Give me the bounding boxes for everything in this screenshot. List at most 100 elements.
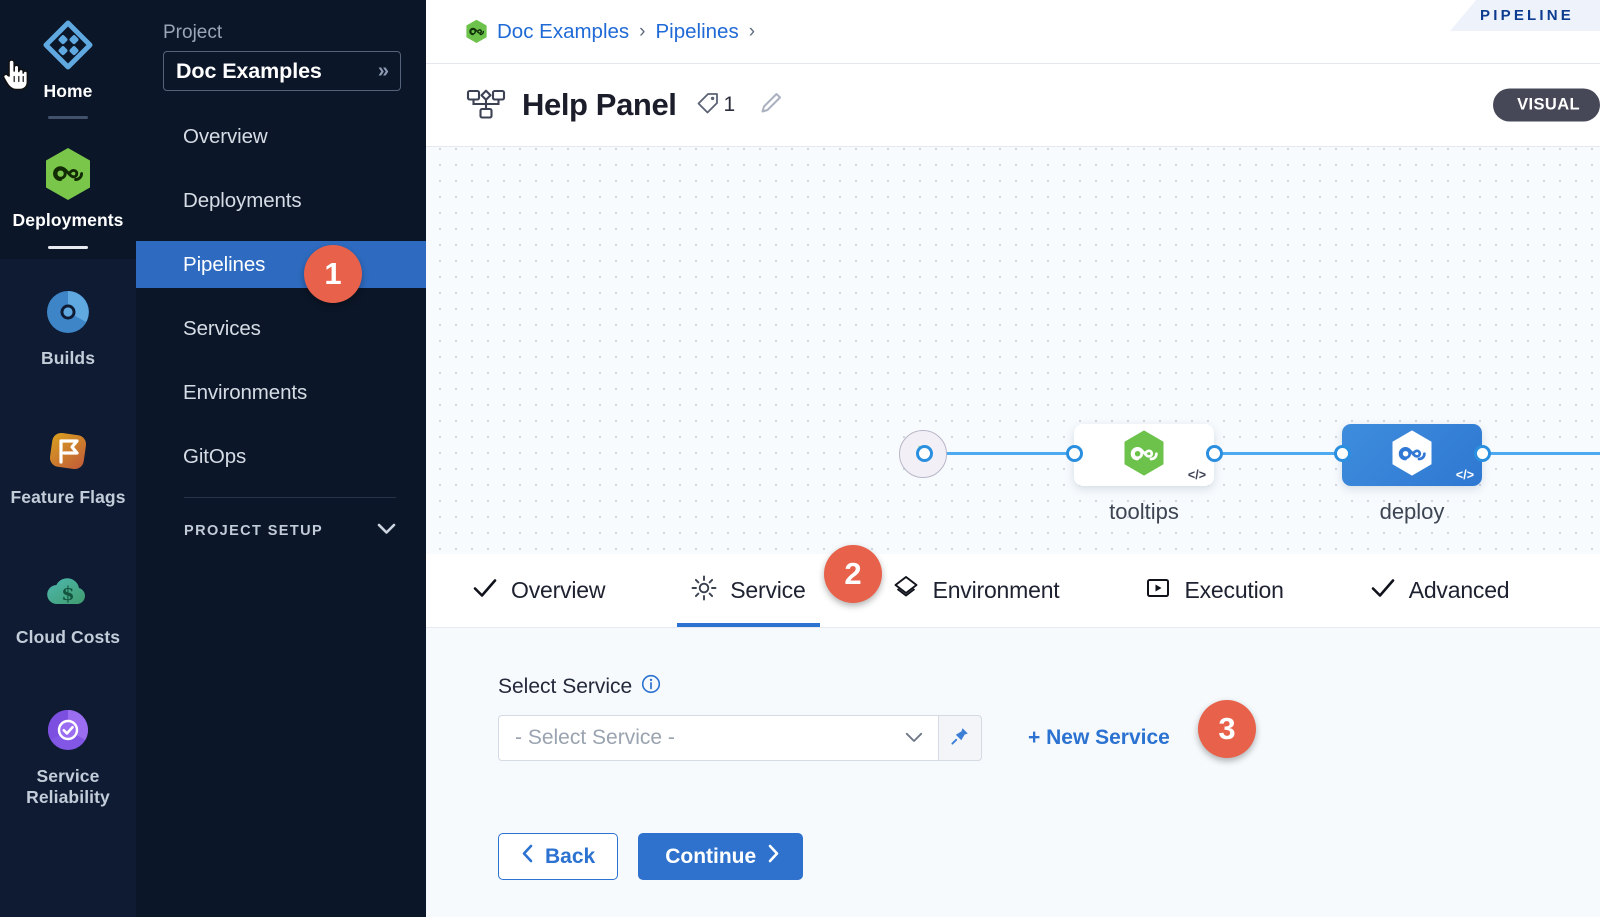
tab-execution[interactable]: Execution <box>1145 554 1284 627</box>
layers-icon <box>892 574 920 607</box>
rail-item-home[interactable]: Home <box>0 0 136 129</box>
tag-icon <box>695 90 721 121</box>
connector-dot-deploy-in[interactable] <box>1334 445 1351 462</box>
service-config-panel: Select Service - Select Service - <box>426 628 1600 917</box>
rail-item-feature-flags[interactable]: Feature Flags <box>0 378 136 517</box>
wire-tooltips-to-deploy <box>1208 452 1348 455</box>
cloud-costs-dollar-icon: $ <box>41 564 95 618</box>
stage-code-badge[interactable]: </> <box>1187 468 1206 482</box>
tag-count: 1 <box>723 93 736 116</box>
project-sidebar: Project Doc Examples » Overview Deployme… <box>136 0 426 917</box>
modules-diamond-icon <box>41 18 95 72</box>
select-service-label: Select Service <box>498 675 633 698</box>
connector-dot-start-out[interactable] <box>916 445 933 462</box>
project-nav: Overview Deployments Pipelines Services … <box>136 113 426 480</box>
select-service-value: - Select Service - <box>515 726 675 749</box>
module-rail-top-group: Home Deployments <box>0 0 136 259</box>
sidebar-item-label: Services <box>183 316 261 340</box>
stage-code-badge[interactable]: </> <box>1455 468 1474 482</box>
wizard-button-row: Back Continue <box>498 833 1600 880</box>
pipeline-node-row: </> tooltips </> <box>426 147 1600 554</box>
feature-flags-flag-icon <box>41 424 95 478</box>
sidebar-item-deployments[interactable]: Deployments <box>136 177 426 224</box>
rail-item-service-reliability[interactable]: Service Reliability <box>0 657 136 817</box>
rail-active-underline <box>48 116 88 120</box>
sidebar-item-gitops[interactable]: GitOps <box>136 433 426 480</box>
rail-item-label: Home <box>43 81 93 101</box>
rail-item-deployments[interactable]: Deployments <box>0 129 136 258</box>
rail-item-label: Feature Flags <box>10 487 126 508</box>
select-service-dropdown[interactable]: - Select Service - <box>498 715 938 761</box>
annotation-badge-number: 2 <box>844 556 862 591</box>
pencil-icon[interactable] <box>757 89 785 122</box>
tab-label: Advanced <box>1408 577 1510 603</box>
pipeline-mode-tab[interactable]: PIPELINE <box>1450 0 1600 31</box>
tab-label: Environment <box>932 577 1060 603</box>
pipeline-nodes-icon <box>464 85 508 125</box>
info-circle-icon[interactable] <box>641 674 661 700</box>
connector-dot-tooltips-out[interactable] <box>1206 445 1223 462</box>
mouse-cursor-pointing-hand <box>1 56 31 97</box>
harness-hexagon-white-icon <box>1390 429 1434 482</box>
chevron-right-icon <box>767 844 780 869</box>
stage-node-tooltips[interactable]: </> <box>1074 424 1214 486</box>
project-setup-label: PROJECT SETUP <box>184 522 324 539</box>
tag-indicator[interactable]: 1 <box>695 90 736 121</box>
tab-advanced[interactable]: Advanced <box>1370 554 1510 627</box>
harness-hexagon-icon <box>464 18 489 45</box>
sidebar-item-pipelines[interactable]: Pipelines <box>136 241 426 288</box>
annotation-badge-number: 3 <box>1218 711 1236 746</box>
pin-service-button[interactable] <box>938 715 982 761</box>
sidebar-item-overview[interactable]: Overview <box>136 113 426 160</box>
continue-button[interactable]: Continue <box>638 833 804 880</box>
tab-environment[interactable]: Environment <box>892 554 1060 627</box>
breadcrumb-link-project[interactable]: Doc Examples <box>497 19 630 43</box>
sidebar-item-label: Environments <box>183 380 308 404</box>
project-label: Project <box>163 22 223 43</box>
tab-service[interactable]: Service <box>677 554 820 627</box>
sidebar-item-label: GitOps <box>183 444 247 468</box>
rail-active-underline <box>48 245 88 249</box>
tab-overview[interactable]: Overview <box>472 554 605 627</box>
sidebar-item-label: Pipelines <box>183 252 266 276</box>
connector-dot-deploy-out[interactable] <box>1474 445 1491 462</box>
pipeline-mode-tab-label: PIPELINE <box>1480 7 1574 24</box>
select-service-row: - Select Service - + New Service <box>498 715 1600 761</box>
sidebar-item-environments[interactable]: Environments <box>136 369 426 416</box>
pipeline-canvas[interactable]: </> tooltips </> <box>426 147 1600 554</box>
tab-label: Service <box>730 577 806 603</box>
chevron-double-right-icon: » <box>377 60 389 82</box>
stage-label-deploy: deploy <box>1379 499 1445 524</box>
chevron-down-icon <box>905 728 923 748</box>
rail-item-builds[interactable]: Builds <box>0 259 136 378</box>
sidebar-divider <box>184 497 396 498</box>
connector-dot-tooltips-in[interactable] <box>1066 445 1083 462</box>
wire-deploy-to-add <box>1476 452 1600 455</box>
rail-item-label: Service Reliability <box>26 766 110 807</box>
service-reliability-icon <box>41 703 95 757</box>
check-icon <box>1370 577 1396 604</box>
project-selector[interactable]: Doc Examples » <box>163 51 401 91</box>
back-button[interactable]: Back <box>498 833 619 880</box>
new-service-link[interactable]: + New Service <box>1028 726 1170 749</box>
pin-icon <box>950 726 970 751</box>
breadcrumb-separator: › <box>639 20 646 42</box>
rail-item-cloud-costs[interactable]: $ Cloud Costs <box>0 518 136 657</box>
sidebar-item-services[interactable]: Services <box>136 305 426 352</box>
breadcrumb-link-pipelines[interactable]: Pipelines <box>655 19 739 43</box>
pipeline-title-bar: Help Panel 1 VISUAL <box>426 63 1600 147</box>
stage-node-deploy[interactable]: </> <box>1342 424 1482 486</box>
rail-item-label: Deployments <box>12 210 124 231</box>
tab-label: Overview <box>511 577 606 603</box>
project-setup-toggle[interactable]: PROJECT SETUP <box>136 522 426 539</box>
breadcrumb: Doc Examples › Pipelines › PIPELINE <box>426 0 1600 63</box>
annotation-badge-3: 3 <box>1198 700 1256 758</box>
harness-hexagon-green-icon <box>1122 429 1166 482</box>
tab-label: Execution <box>1184 577 1284 603</box>
back-button-label: Back <box>545 844 596 868</box>
visual-mode-badge[interactable]: VISUAL <box>1493 88 1600 122</box>
page-title: Help Panel <box>522 87 677 122</box>
continue-button-label: Continue <box>665 844 757 868</box>
stage-label-tooltips: tooltips <box>1109 499 1179 524</box>
